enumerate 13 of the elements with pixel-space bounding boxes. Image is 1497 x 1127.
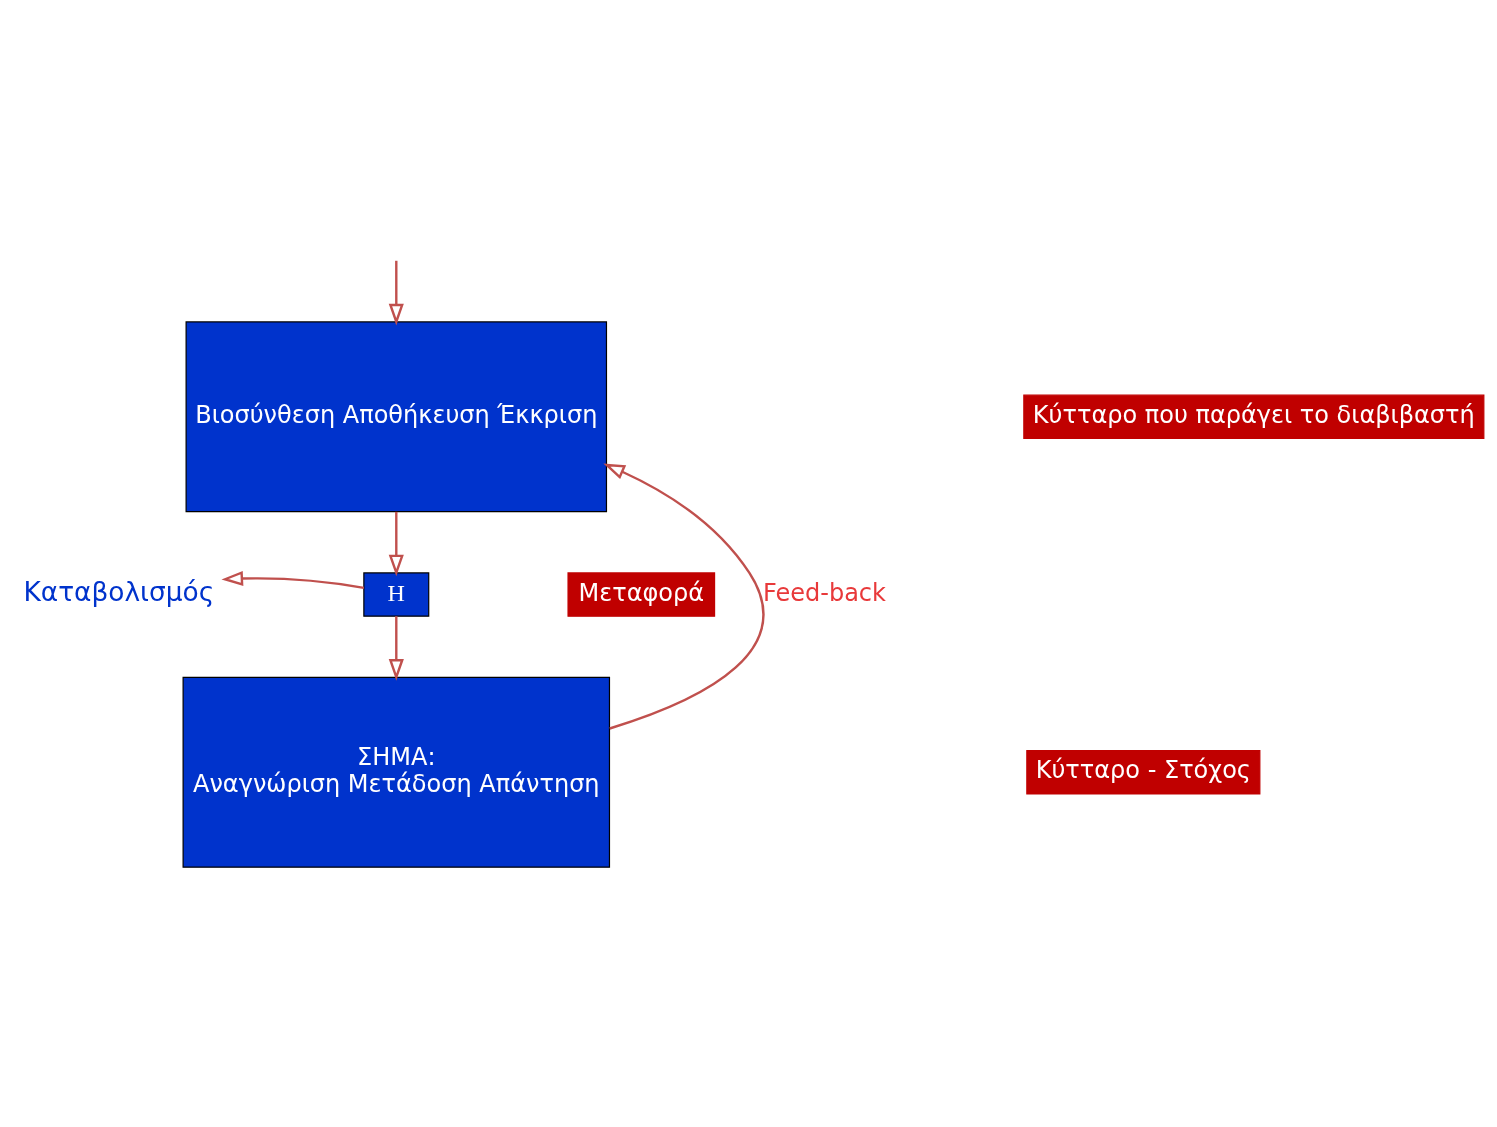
node-box: Κύτταρο - Στόχος: [1026, 750, 1261, 795]
arrow: [603, 463, 765, 730]
arrow: [388, 616, 404, 681]
node-box: Κύτταρο που παράγει το διαβιβαστή: [1023, 394, 1485, 440]
node-box: ΣΗΜΑ: Αναγνώριση Μετάδοση Απάντηση: [182, 676, 611, 868]
node-text: Καταβολισμός: [23, 576, 215, 608]
arrow: [388, 511, 404, 577]
node-box: Η: [363, 572, 430, 617]
arrow: [221, 570, 365, 590]
edge-label: Feed-back: [762, 578, 886, 607]
arrow: [388, 260, 404, 326]
node-box: Μεταφορά: [567, 572, 716, 617]
node-box: Βιοσύνθεση Αποθήκευση Έκκριση: [185, 321, 608, 513]
